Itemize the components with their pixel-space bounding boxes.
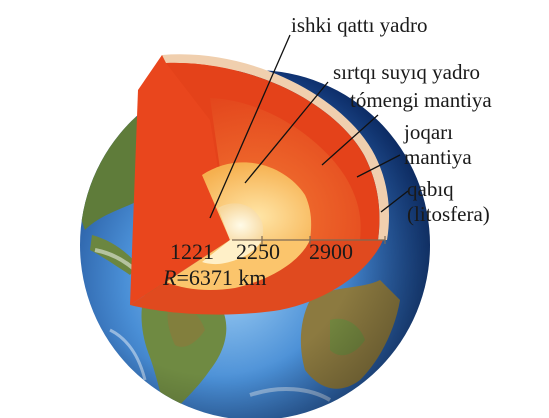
depth-label-2250: 2250 <box>236 239 280 264</box>
label-inner-core: ishki qattı yadro <box>291 13 428 37</box>
depth-label-1221: 1221 <box>170 239 214 264</box>
label-upper-mantle-line2: mantiya <box>404 145 472 169</box>
label-crust-line1: qabıq <box>407 177 454 201</box>
label-crust-line2: (litosfera) <box>407 202 490 226</box>
radius-symbol: R <box>163 265 177 290</box>
label-lower-mantle: tómengi mantiya <box>350 88 492 112</box>
leader-lower-mantle <box>321 114 379 166</box>
leader-outer-core <box>244 81 329 184</box>
leader-inner-core <box>209 34 291 219</box>
depth-label-2900: 2900 <box>309 239 353 264</box>
radius-equals: = <box>176 265 189 290</box>
inner-core-face <box>202 240 262 265</box>
leader-lines <box>209 34 409 219</box>
leader-crust <box>380 190 409 213</box>
radius-unit: km <box>238 265 267 290</box>
cutaway <box>130 54 390 315</box>
label-upper-mantle-line1: joqarı <box>404 120 453 144</box>
outer-core-face <box>166 240 310 290</box>
label-outer-core: sırtqı suyıq yadro <box>333 60 480 84</box>
cut-face-left <box>130 55 230 305</box>
radius-label: R=6371 km <box>163 266 267 290</box>
inner-core <box>218 203 264 240</box>
leader-upper-mantle <box>356 154 401 178</box>
radius-value: 6371 <box>188 265 233 290</box>
